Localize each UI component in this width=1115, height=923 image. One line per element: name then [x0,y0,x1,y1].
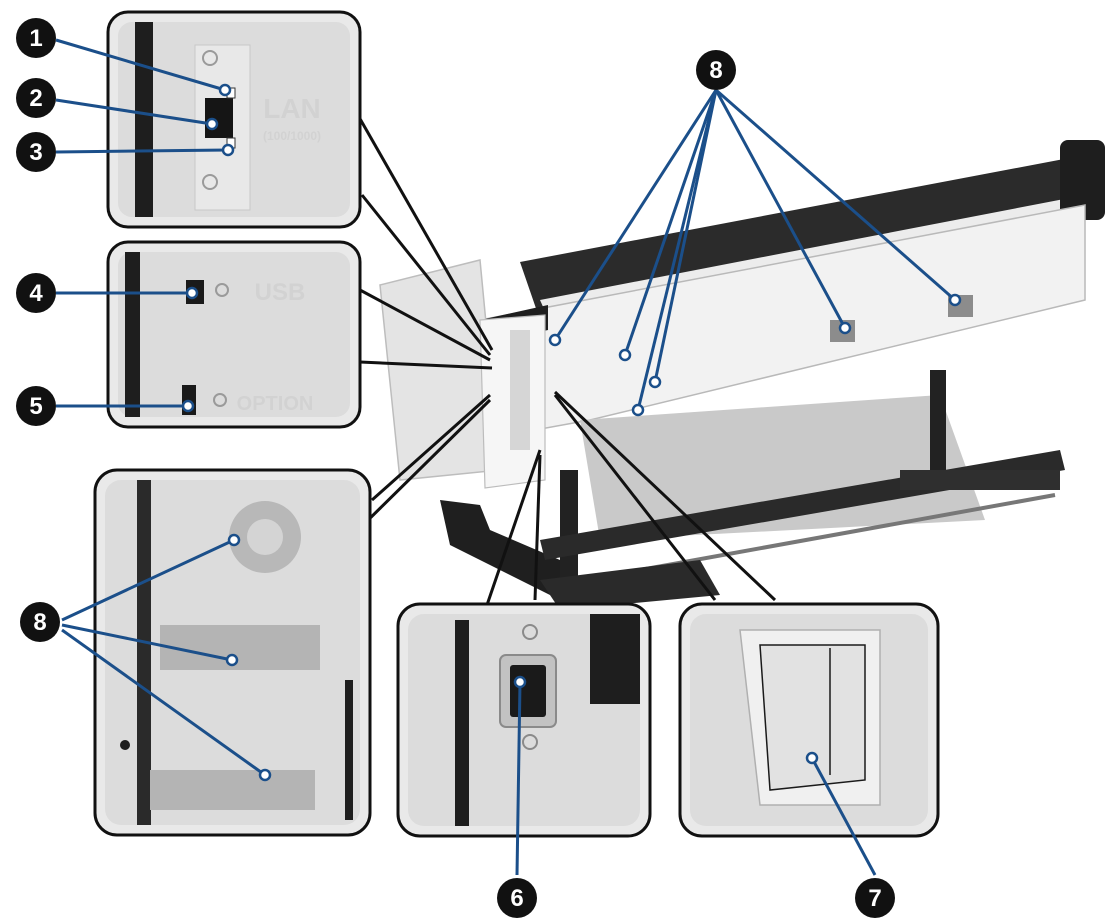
paper-sheet [580,395,985,540]
svg-text:6: 6 [510,885,523,912]
callout-6: 6 [497,878,537,918]
stand-leg-left [560,470,578,580]
svg-text:2: 2 [29,85,42,112]
ac-inlet-socket [510,665,546,717]
callout-4: 4 [16,273,56,313]
svg-text:7: 7 [868,885,881,912]
callout-7: 7 [855,878,895,918]
inset-usb-bg [118,252,350,417]
inset-vents-rail [345,680,353,820]
callout-8-top: 8 [696,50,736,90]
inset-vents-edge [137,480,151,825]
fan-hub [247,519,283,555]
svg-text:4: 4 [29,280,43,307]
slot-cover [759,644,866,791]
inset-usb: USB OPTION [106,240,362,429]
lan-screw-bottom [202,174,218,190]
lan-port [205,98,233,138]
callout-8-left: 8 [20,602,60,642]
option-screw [213,393,227,407]
usb-label: USB [255,279,306,306]
svg-text:1: 1 [29,25,42,52]
lan-label: LAN [263,93,321,124]
lan-screw-top [202,50,218,66]
stand-front-foot [540,560,720,610]
option-label: OPTION [237,393,314,415]
ac-screw-top [522,624,538,640]
zoom-lines [353,109,777,606]
svg-text:3: 3 [29,139,42,166]
callout-badges: 1 2 3 4 5 6 7 8 [16,18,895,918]
stand-right-foot [900,470,1060,490]
callout-3: 3 [16,132,56,172]
inset-vents-hole [120,740,130,750]
inset-ac-edge [455,620,469,826]
callout-2: 2 [16,78,56,118]
inset-vents [93,468,372,837]
vent-grille-mid [160,625,320,670]
svg-text:8: 8 [33,609,46,636]
lan-sublabel: (100/1000) [263,129,321,143]
inset-ac-inlet [396,602,652,838]
svg-text:8: 8 [709,57,722,84]
callout-1: 1 [16,18,56,58]
inset-usb-edge [125,252,140,417]
roll-end-cap [1060,140,1105,220]
inset-lan-edge [135,22,153,217]
leader-lines [55,38,962,876]
svg-text:5: 5 [29,393,42,420]
callout-5: 5 [16,386,56,426]
vent-grille-bottom [150,770,315,810]
rear-port-strip [510,330,530,450]
stand-leg-right [930,370,946,480]
inset-option-slot [678,602,940,838]
usb-screw [215,283,229,297]
stand-left-foot [440,500,560,600]
take-up-bar [639,493,1056,572]
inset-ac-dark-corner [590,614,640,704]
ac-screw-bottom [522,734,538,750]
printer-illustration [379,140,1105,610]
inset-lan: LAN (100/1000) [106,10,362,229]
